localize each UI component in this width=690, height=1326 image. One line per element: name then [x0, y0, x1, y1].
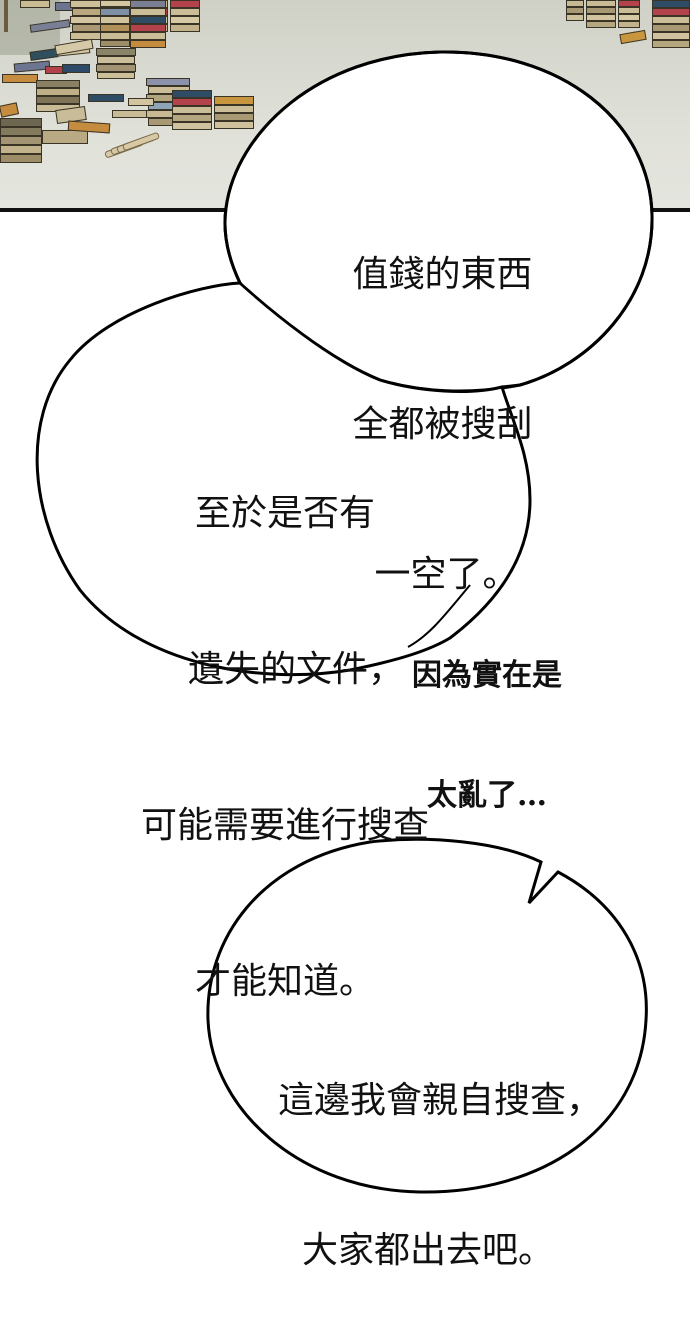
- dialogue-line: 一空了。: [374, 554, 519, 595]
- bubble-text-bottom-right: 這邊我會親自搜查， 大家都出去吧。: [228, 976, 628, 1326]
- book: [2, 74, 38, 83]
- book: [62, 64, 90, 73]
- book: [42, 130, 88, 144]
- dialogue-line: 這邊我會親自搜查，: [277, 1080, 602, 1121]
- dialogue-line: 大家都出去吧。: [301, 1230, 554, 1271]
- bubble-edge-through-caption: [407, 584, 471, 648]
- murmur-line: 太亂了…: [427, 778, 547, 813]
- dialogue-line: 遺失的文件，: [187, 649, 404, 690]
- dialogue-line: 可能需要進行搜查: [140, 805, 429, 846]
- floating-murmur-text: 因為實在是 太亂了…: [382, 576, 592, 856]
- book: [88, 94, 124, 102]
- dialogue-line: 至於是否有: [194, 493, 375, 534]
- bubble-text-middle-left: 至於是否有 遺失的文件， 可能需要進行搜查 才能知道。: [100, 384, 470, 1060]
- murmur-line: 因為實在是: [412, 658, 562, 693]
- dialogue-line: 全都被搜刮: [352, 404, 533, 445]
- bubble-text-top-right: 值錢的東西 全都被搜刮 一空了。: [330, 150, 555, 650]
- speech-bubble-bottom-right: [206, 837, 648, 1194]
- speech-bubbles: [35, 50, 654, 1194]
- shelf-leg: [4, 0, 8, 32]
- book: [128, 98, 154, 106]
- dialogue-line: 值錢的東西: [352, 254, 533, 295]
- dialogue-line: 才能知道。: [194, 961, 375, 1002]
- speech-bubble-middle-left: [35, 281, 532, 677]
